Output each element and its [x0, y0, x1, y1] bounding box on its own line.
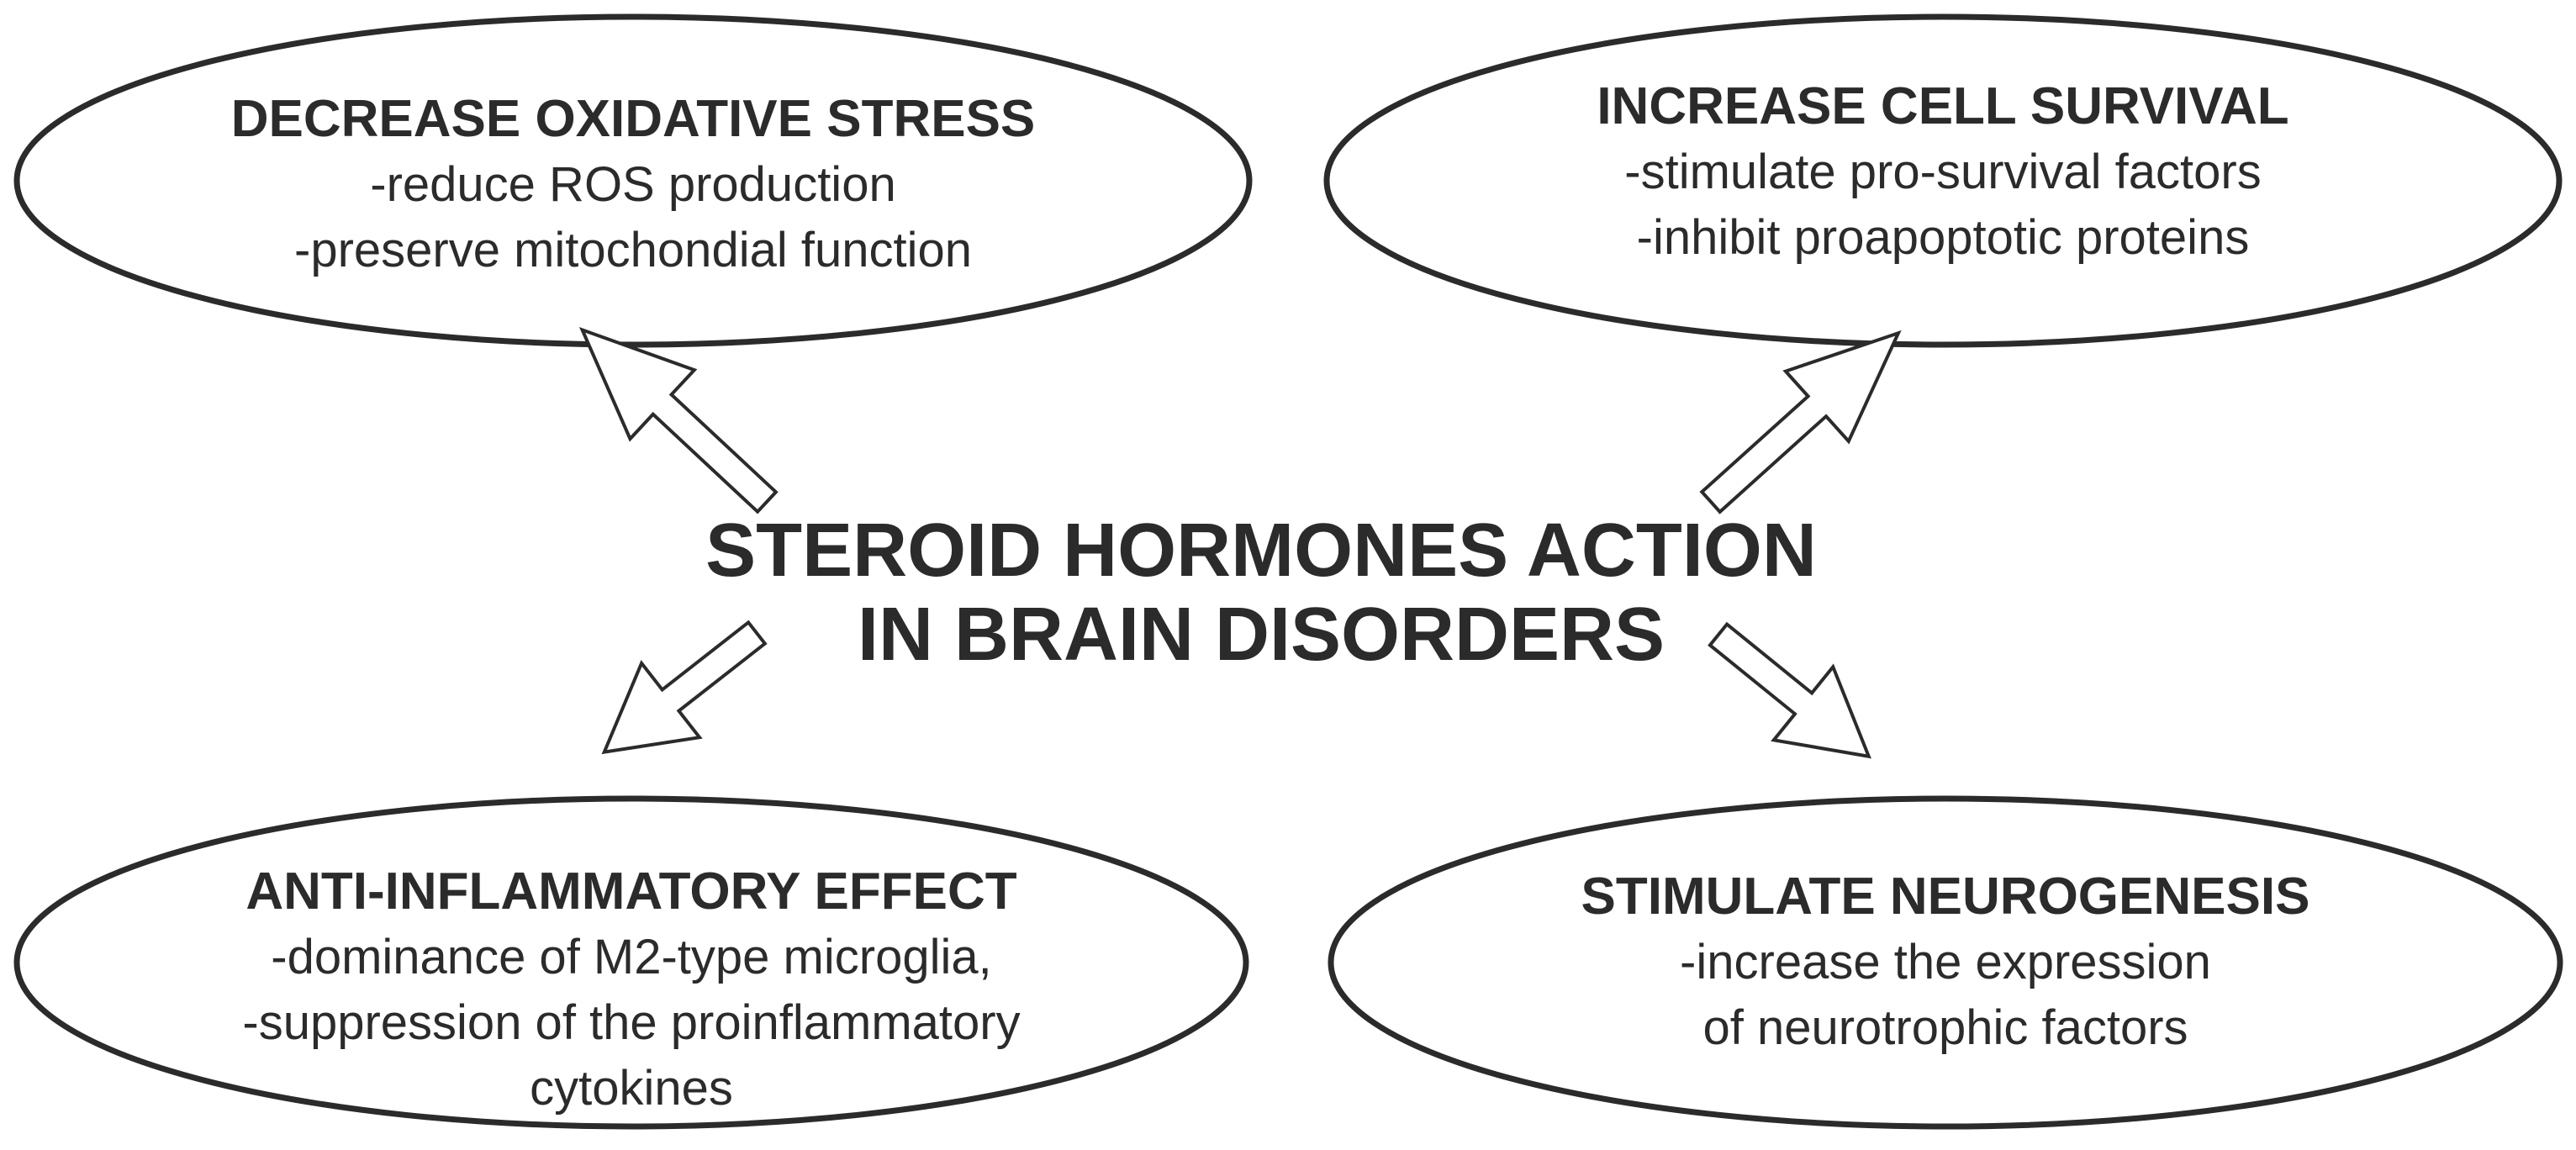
effect-line: -dominance of M2-type microglia, [271, 930, 992, 984]
effect-line: cytokines [530, 1061, 733, 1116]
ellipse-anti-inflammatory-effect [13, 795, 1249, 1130]
ellipse-increase-cell-survival [1323, 13, 2563, 348]
effect-line: of neurotrophic factors [1702, 1000, 2188, 1055]
effect-heading: ANTI-INFLAMMATORY EFFECT [245, 862, 1017, 921]
center-title-line-1: STEROID HORMONES ACTION [705, 509, 1817, 593]
arrow-up-left [578, 326, 779, 514]
effect-line: -reduce ROS production [370, 157, 896, 212]
effect-line: -stimulate pro-survival factors [1624, 145, 2262, 199]
center-title-line-2: IN BRAIN DISORDERS [857, 593, 1665, 677]
effect-heading: DECREASE OXIDATIVE STRESS [230, 90, 1036, 148]
effect-decrease-oxidative-stress: DECREASE OXIDATIVE STRESS -reduce ROS pr… [129, 76, 1138, 294]
ellipse-decrease-oxidative-stress [13, 13, 1253, 348]
effect-line: -increase the expression [1680, 935, 2211, 989]
effect-line: -suppression of the proinflammatory [242, 995, 1021, 1050]
effect-heading: INCREASE CELL SURVIVAL [1597, 77, 2289, 135]
center-title: STEROID HORMONES ACTION IN BRAIN DISORDE… [589, 509, 1934, 677]
effect-anti-inflammatory-effect: ANTI-INFLAMMATORY EFFECT -dominance of M… [127, 852, 1136, 1129]
effect-stimulate-neurogenesis: STIMULATE NEUROGENESIS -increase the exp… [1441, 857, 2450, 1068]
arrow-down-left [601, 620, 768, 755]
effect-line: -inhibit proapoptotic proteins [1636, 210, 2250, 265]
arrow-down-right [1708, 621, 1871, 759]
ellipse-stimulate-neurogenesis [1328, 795, 2563, 1130]
effect-increase-cell-survival: INCREASE CELL SURVIVAL -stimulate pro-su… [1438, 67, 2447, 277]
effect-line: -preserve mitochondial function [294, 223, 972, 277]
effect-heading: STIMULATE NEUROGENESIS [1581, 868, 2310, 926]
arrow-up-right [1699, 330, 1902, 514]
